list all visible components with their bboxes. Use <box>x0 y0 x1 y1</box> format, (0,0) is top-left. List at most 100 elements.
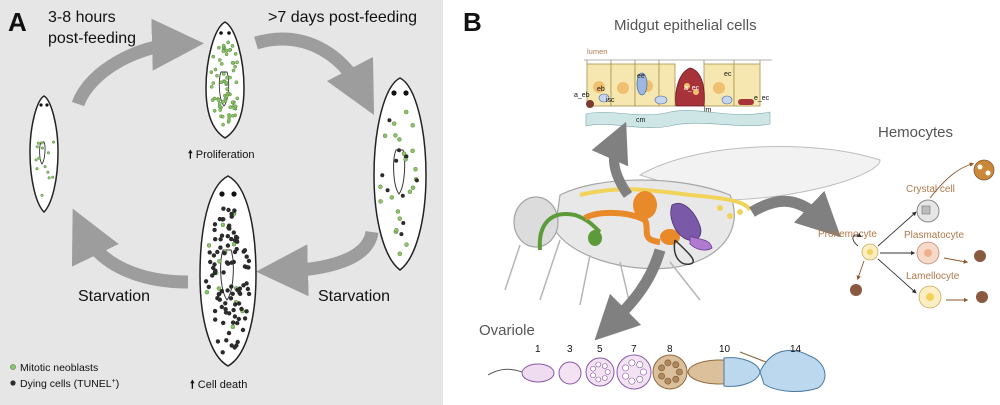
dying-cell <box>203 279 209 284</box>
mitotic-cell <box>395 209 401 214</box>
mitotic-cell <box>221 49 226 54</box>
mitotic-cell <box>219 61 224 66</box>
mitotic-cell <box>224 48 229 53</box>
dying-cell <box>404 154 409 159</box>
mitotic-cell <box>233 64 237 69</box>
dying-cell <box>217 291 222 297</box>
dying-cell <box>232 208 237 213</box>
mitotic-cell <box>206 243 212 248</box>
dying-cell <box>212 262 217 267</box>
dying-cell <box>213 268 218 273</box>
mitotic-cell <box>36 141 40 145</box>
dying-cell <box>229 284 234 289</box>
dying-cell <box>242 316 248 321</box>
mitotic-cell <box>35 145 39 149</box>
dying-cell <box>244 281 249 286</box>
dying-cell <box>226 330 232 336</box>
dying-cell <box>231 230 236 235</box>
mitotic-cell <box>233 52 238 56</box>
panel-b: B Midgut epithelial cells lumen <box>463 7 995 392</box>
eb-label: eb <box>597 86 605 93</box>
a-ec-label: a_ec <box>684 85 700 92</box>
mitotic-cell <box>397 137 402 142</box>
nurse-cell <box>604 369 611 375</box>
stage-label-10: 10 <box>719 344 731 355</box>
dying-cell <box>242 248 248 253</box>
dying-cell <box>231 259 236 265</box>
dying-cell <box>235 239 240 244</box>
legend-mitotic-marker <box>10 364 16 370</box>
arrow-top-left <box>71 18 204 107</box>
hemocyte-lineage: Prohemocyte Crystal cell Plasmatocyte La… <box>818 159 995 309</box>
nurse-cell <box>672 361 680 369</box>
dying-cell <box>213 317 218 322</box>
mitotic-cell <box>37 156 41 160</box>
crystal-cell-label: Crystal cell <box>906 184 955 195</box>
mitotic-cell <box>397 251 403 257</box>
dying-cell <box>239 306 244 312</box>
dying-cell <box>232 314 238 319</box>
dying-cell <box>399 232 404 237</box>
mitotic-cell <box>230 44 235 48</box>
nurse-cell <box>628 359 636 367</box>
dying-cell <box>400 193 405 198</box>
dying-cell <box>237 286 243 291</box>
mitotic-cell <box>219 80 224 85</box>
mitotic-cell <box>224 94 229 99</box>
isc-label: isc <box>606 97 615 104</box>
dying-cell <box>230 320 236 325</box>
mitotic-cell <box>215 73 219 78</box>
label-3-8-hours-line2: post-feeding <box>48 30 136 47</box>
dying-cell <box>234 235 240 240</box>
mitotic-cell <box>235 60 239 65</box>
dying-cell <box>224 338 229 343</box>
plasmatocyte-label: Plasmatocyte <box>904 230 964 241</box>
dying-cell <box>245 286 251 292</box>
mitotic-cell <box>393 133 398 138</box>
nurse-cell <box>595 361 602 368</box>
fly-illustration <box>504 145 881 306</box>
nurse-cell <box>658 372 665 380</box>
mitotic-cell <box>217 58 222 62</box>
dying-cell <box>235 320 240 326</box>
legend-dying-marker <box>10 380 16 386</box>
panel-b-letter: B <box>463 7 482 37</box>
dying-cell <box>385 188 390 193</box>
dying-cell <box>225 288 230 293</box>
mitotic-cell <box>230 113 235 118</box>
mitotic-cell <box>221 72 226 76</box>
nurse-cell <box>640 368 647 376</box>
ovariole-chain <box>487 349 826 392</box>
arrow-bottom-left <box>71 208 189 289</box>
mitotic-cell <box>224 52 229 57</box>
planarian-seven-days <box>373 77 427 271</box>
nurse-cell <box>595 376 602 383</box>
dying-cell <box>221 206 226 211</box>
nurse-cell <box>622 364 629 372</box>
dying-cell <box>397 148 401 153</box>
mitotic-cell <box>51 175 55 179</box>
mitotic-cell <box>46 170 50 174</box>
dying-cell <box>206 284 211 290</box>
mitotic-cell <box>217 259 222 264</box>
mitotic-cell <box>216 286 222 291</box>
dying-cell <box>414 178 419 183</box>
label-starvation-right: Starvation <box>318 288 390 305</box>
dying-cell <box>221 270 226 275</box>
mitotic-cell <box>225 87 229 91</box>
label-3-8-hours-line1: 3-8 hours <box>48 9 116 26</box>
planarian-starved <box>29 95 59 214</box>
dying-cell <box>225 234 230 239</box>
lumen-label: lumen <box>587 47 607 56</box>
dying-cell <box>224 260 230 265</box>
dying-cell <box>208 259 213 265</box>
ee-label: ee <box>637 73 645 80</box>
dying-cell <box>212 308 218 314</box>
gut-yellow <box>579 187 752 212</box>
arrow-bottom-right <box>256 230 379 297</box>
dying-cell <box>233 302 238 307</box>
dying-cell <box>226 225 231 230</box>
arrow-top-right <box>254 32 375 116</box>
label-starvation-left: Starvation <box>78 288 150 305</box>
